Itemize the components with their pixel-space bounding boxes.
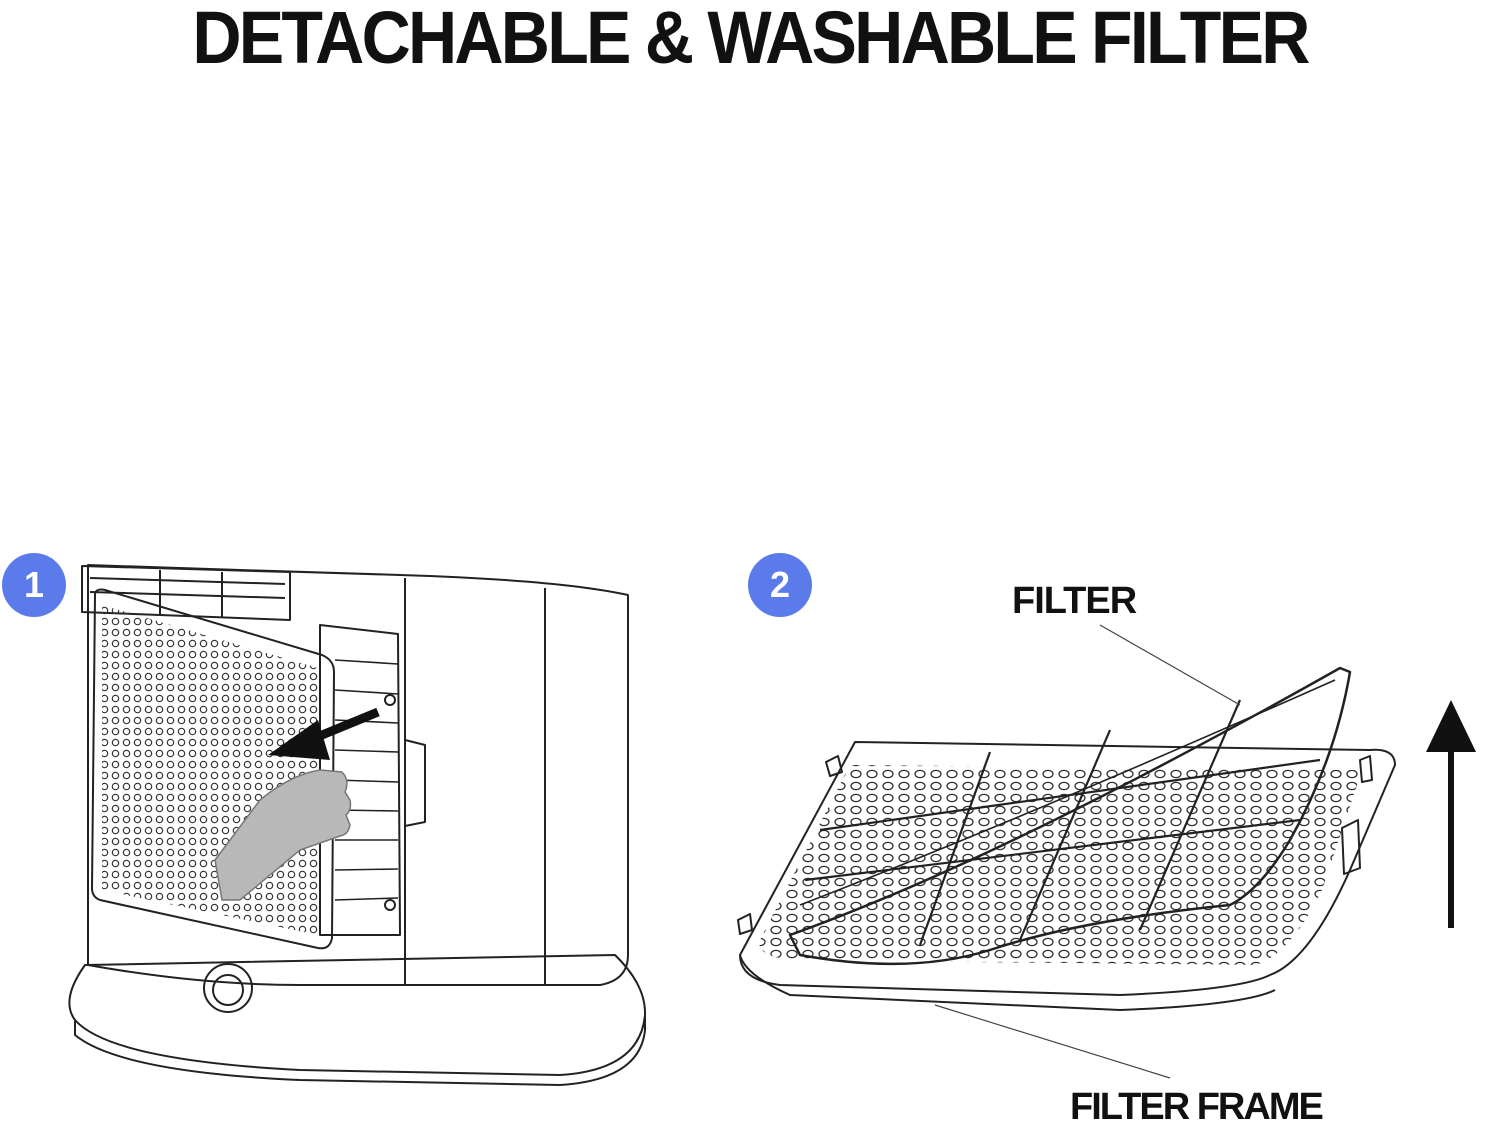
up-arrow-icon	[1426, 700, 1476, 752]
filter-mesh	[788, 666, 1352, 966]
side-handle	[404, 739, 426, 827]
step-2-badge: 2	[748, 553, 812, 617]
step-1-badge: 1	[2, 553, 66, 617]
control-knob	[203, 963, 253, 1013]
hand-icon	[214, 769, 352, 901]
unit-body	[87, 564, 629, 986]
page-title: DETACHABLE & WASHABLE FILTER	[192, 0, 1310, 79]
unit-base	[68, 954, 647, 1076]
arrow-icon	[268, 720, 330, 760]
filter-panel	[91, 588, 335, 950]
filter-frame	[739, 741, 1396, 996]
filter-frame-label: FILTER FRAME	[1070, 1086, 1324, 1128]
filter-frame-perforations	[759, 765, 1362, 965]
filter-label: FILTER	[1012, 580, 1137, 622]
